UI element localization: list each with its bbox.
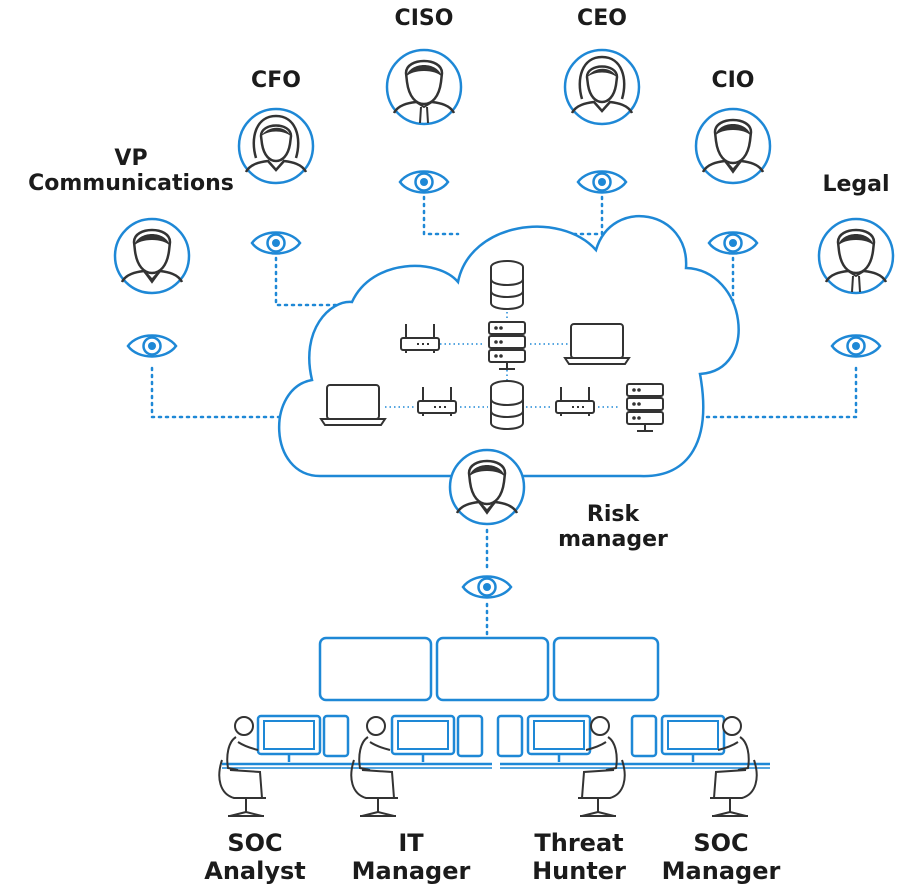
database-icon bbox=[490, 380, 524, 430]
label-line: CFO bbox=[251, 68, 301, 93]
label-line: Analyst bbox=[204, 856, 306, 885]
person-icon bbox=[817, 217, 895, 295]
laptop-icon bbox=[320, 384, 386, 426]
monitor-icon bbox=[526, 714, 592, 764]
person-icon bbox=[694, 107, 772, 185]
eye-icon bbox=[576, 170, 628, 194]
monitor-icon bbox=[660, 714, 726, 764]
label-line: CIO bbox=[711, 68, 755, 93]
wall-monitors bbox=[318, 636, 660, 702]
eye-icon bbox=[461, 575, 513, 599]
connector-ciso bbox=[422, 195, 460, 236]
label-line: Manager bbox=[351, 856, 471, 885]
eye-icon bbox=[707, 231, 759, 255]
label-soc-analyst: SOC Analyst bbox=[190, 829, 320, 885]
eye-icon bbox=[830, 334, 882, 358]
person-icon bbox=[385, 48, 463, 126]
label-line: CEO bbox=[577, 6, 627, 31]
monitor-icon bbox=[256, 714, 322, 764]
label-line: Risk bbox=[586, 502, 640, 527]
label-line: VP bbox=[114, 146, 148, 171]
label-risk-manager: Risk manager bbox=[548, 502, 678, 553]
network-links bbox=[385, 312, 620, 408]
label-line: SOC bbox=[693, 829, 749, 857]
monitor-icon bbox=[390, 714, 456, 764]
connector-cio bbox=[670, 256, 735, 307]
label-line: Legal bbox=[822, 172, 890, 197]
label-line: Manager bbox=[661, 856, 781, 885]
label-line: IT bbox=[398, 829, 424, 857]
person-icon bbox=[563, 48, 641, 126]
label-line: Threat bbox=[534, 829, 624, 857]
eye-icon bbox=[126, 334, 178, 358]
label-line: Communications bbox=[28, 171, 234, 197]
laptop-icon bbox=[564, 323, 630, 365]
person-icon bbox=[113, 217, 191, 295]
monitor-icon bbox=[435, 636, 550, 702]
label-vp-communications: VP Communications bbox=[0, 146, 262, 197]
connector-vp bbox=[150, 366, 287, 419]
label-soc-manager: SOC Manager bbox=[646, 829, 796, 885]
connector-cfo bbox=[274, 256, 352, 307]
label-threat-hunter: Threat Hunter bbox=[514, 829, 644, 885]
label-ciso: CISO bbox=[374, 6, 474, 31]
desk-row bbox=[222, 714, 770, 769]
database-icon bbox=[490, 260, 524, 310]
server-icon bbox=[488, 321, 526, 370]
eye-icon bbox=[398, 170, 450, 194]
connector-legal bbox=[698, 366, 858, 419]
eye-icon bbox=[250, 231, 302, 255]
label-legal: Legal bbox=[806, 172, 898, 197]
server-icon bbox=[626, 383, 664, 432]
person-icon bbox=[448, 448, 526, 526]
label-line: SOC bbox=[227, 829, 283, 857]
label-cfo: CFO bbox=[226, 68, 326, 93]
label-ceo: CEO bbox=[552, 6, 652, 31]
label-line: manager bbox=[558, 527, 668, 553]
label-it-manager: IT Manager bbox=[336, 829, 486, 885]
label-cio: CIO bbox=[683, 68, 783, 93]
label-line: CISO bbox=[394, 6, 454, 31]
label-line: Hunter bbox=[532, 856, 626, 885]
monitor-icon bbox=[318, 636, 433, 702]
monitor-icon bbox=[552, 636, 660, 702]
